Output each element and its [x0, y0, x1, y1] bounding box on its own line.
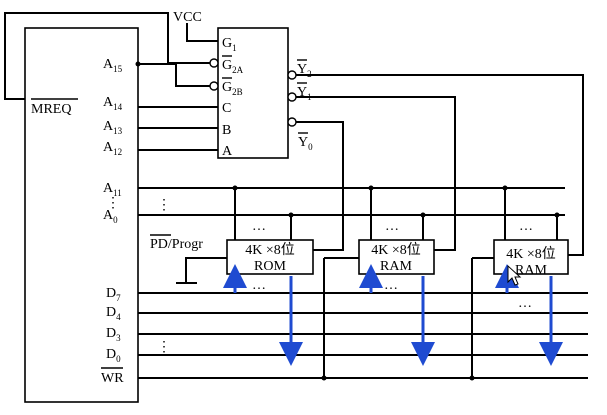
rom-data-ellipsis: … [252, 278, 266, 293]
bus-data-dots: ⋮ [157, 340, 171, 355]
ram1-data-ellipsis: … [384, 278, 398, 293]
d7-label: D7 [106, 286, 121, 303]
c-label: C [222, 101, 231, 116]
cpu-addr-dots: ⋮ [106, 196, 120, 211]
mouse-cursor-icon [507, 264, 522, 286]
ram2-chip-size: 4K ×8位 [506, 246, 556, 262]
y0-label: Y0 [298, 135, 313, 152]
ram2-data-arrows: … [495, 264, 563, 366]
pd-wire [185, 257, 227, 283]
g2a-label: G2A [222, 58, 244, 75]
rom-addr-ellipsis: … [252, 219, 266, 234]
ram1-addr-ellipsis: … [385, 219, 399, 234]
y0-bubble [287, 117, 297, 127]
ram2-chip-type: RAM [515, 263, 547, 278]
d0-label: D0 [106, 347, 121, 364]
d3-label: D3 [106, 326, 121, 343]
a15-label: A15 [103, 57, 123, 74]
y1-bubble [287, 92, 297, 102]
ram1-chip-size: 4K ×8位 [371, 242, 421, 258]
ram1-chip: 4K ×8位 RAM [358, 239, 435, 275]
a11-label: A11 [103, 181, 122, 198]
ram1-a11-junction [368, 185, 374, 191]
y2-bubble [287, 70, 297, 80]
a15-wire [138, 63, 210, 87]
a12-label: A12 [103, 140, 122, 157]
y2-label: Y2 [297, 62, 312, 79]
rom-data-arrows: … [223, 264, 303, 366]
cpu-block [24, 27, 139, 403]
g2b-bubble [209, 81, 219, 91]
d4-label: D4 [106, 305, 121, 322]
rom-a0-junction [288, 212, 294, 218]
ram2-chip: 4K ×8位 RAM [493, 239, 569, 278]
a-label: A [222, 144, 233, 159]
bus-addr-dots: ⋮ [157, 198, 171, 213]
a15-pin [135, 61, 141, 67]
rom-chip-type: ROM [254, 259, 286, 274]
y1-wire [296, 96, 456, 251]
ram1-wr-junction [321, 375, 327, 381]
pd-progr-label: PD/Progr [150, 237, 203, 252]
y0-wire [296, 121, 344, 251]
mreq-label: MREQ [31, 102, 71, 117]
ram1-chip-type: RAM [380, 259, 412, 274]
vcc-label: VCC [173, 10, 202, 25]
ram2-wr-junction [469, 375, 475, 381]
ram1-a0-junction [420, 212, 426, 218]
ram2-a11-junction [502, 185, 508, 191]
g1-label: G1 [222, 36, 237, 53]
rom-chip: 4K ×8位 ROM [226, 239, 314, 275]
ram2-a0-junction [554, 212, 560, 218]
a0-label: A0 [103, 208, 118, 225]
g2a-bubble [209, 58, 219, 68]
wr-label: WR [101, 371, 124, 386]
ram1-data-arrows: … [359, 264, 435, 366]
y1-label: Y1 [297, 85, 312, 102]
b-label: B [222, 123, 231, 138]
g2b-label: G2B [222, 80, 243, 97]
rom-chip-size: 4K ×8位 [245, 242, 295, 258]
ram2-addr-ellipsis: … [519, 219, 533, 234]
decoder-block [217, 27, 289, 159]
y2-wire [296, 74, 584, 256]
ram2-data-ellipsis: … [518, 296, 532, 311]
a14-label: A14 [103, 95, 123, 112]
rom-a11-junction [232, 185, 238, 191]
vcc-wire [186, 23, 218, 42]
a13-label: A13 [103, 119, 123, 136]
